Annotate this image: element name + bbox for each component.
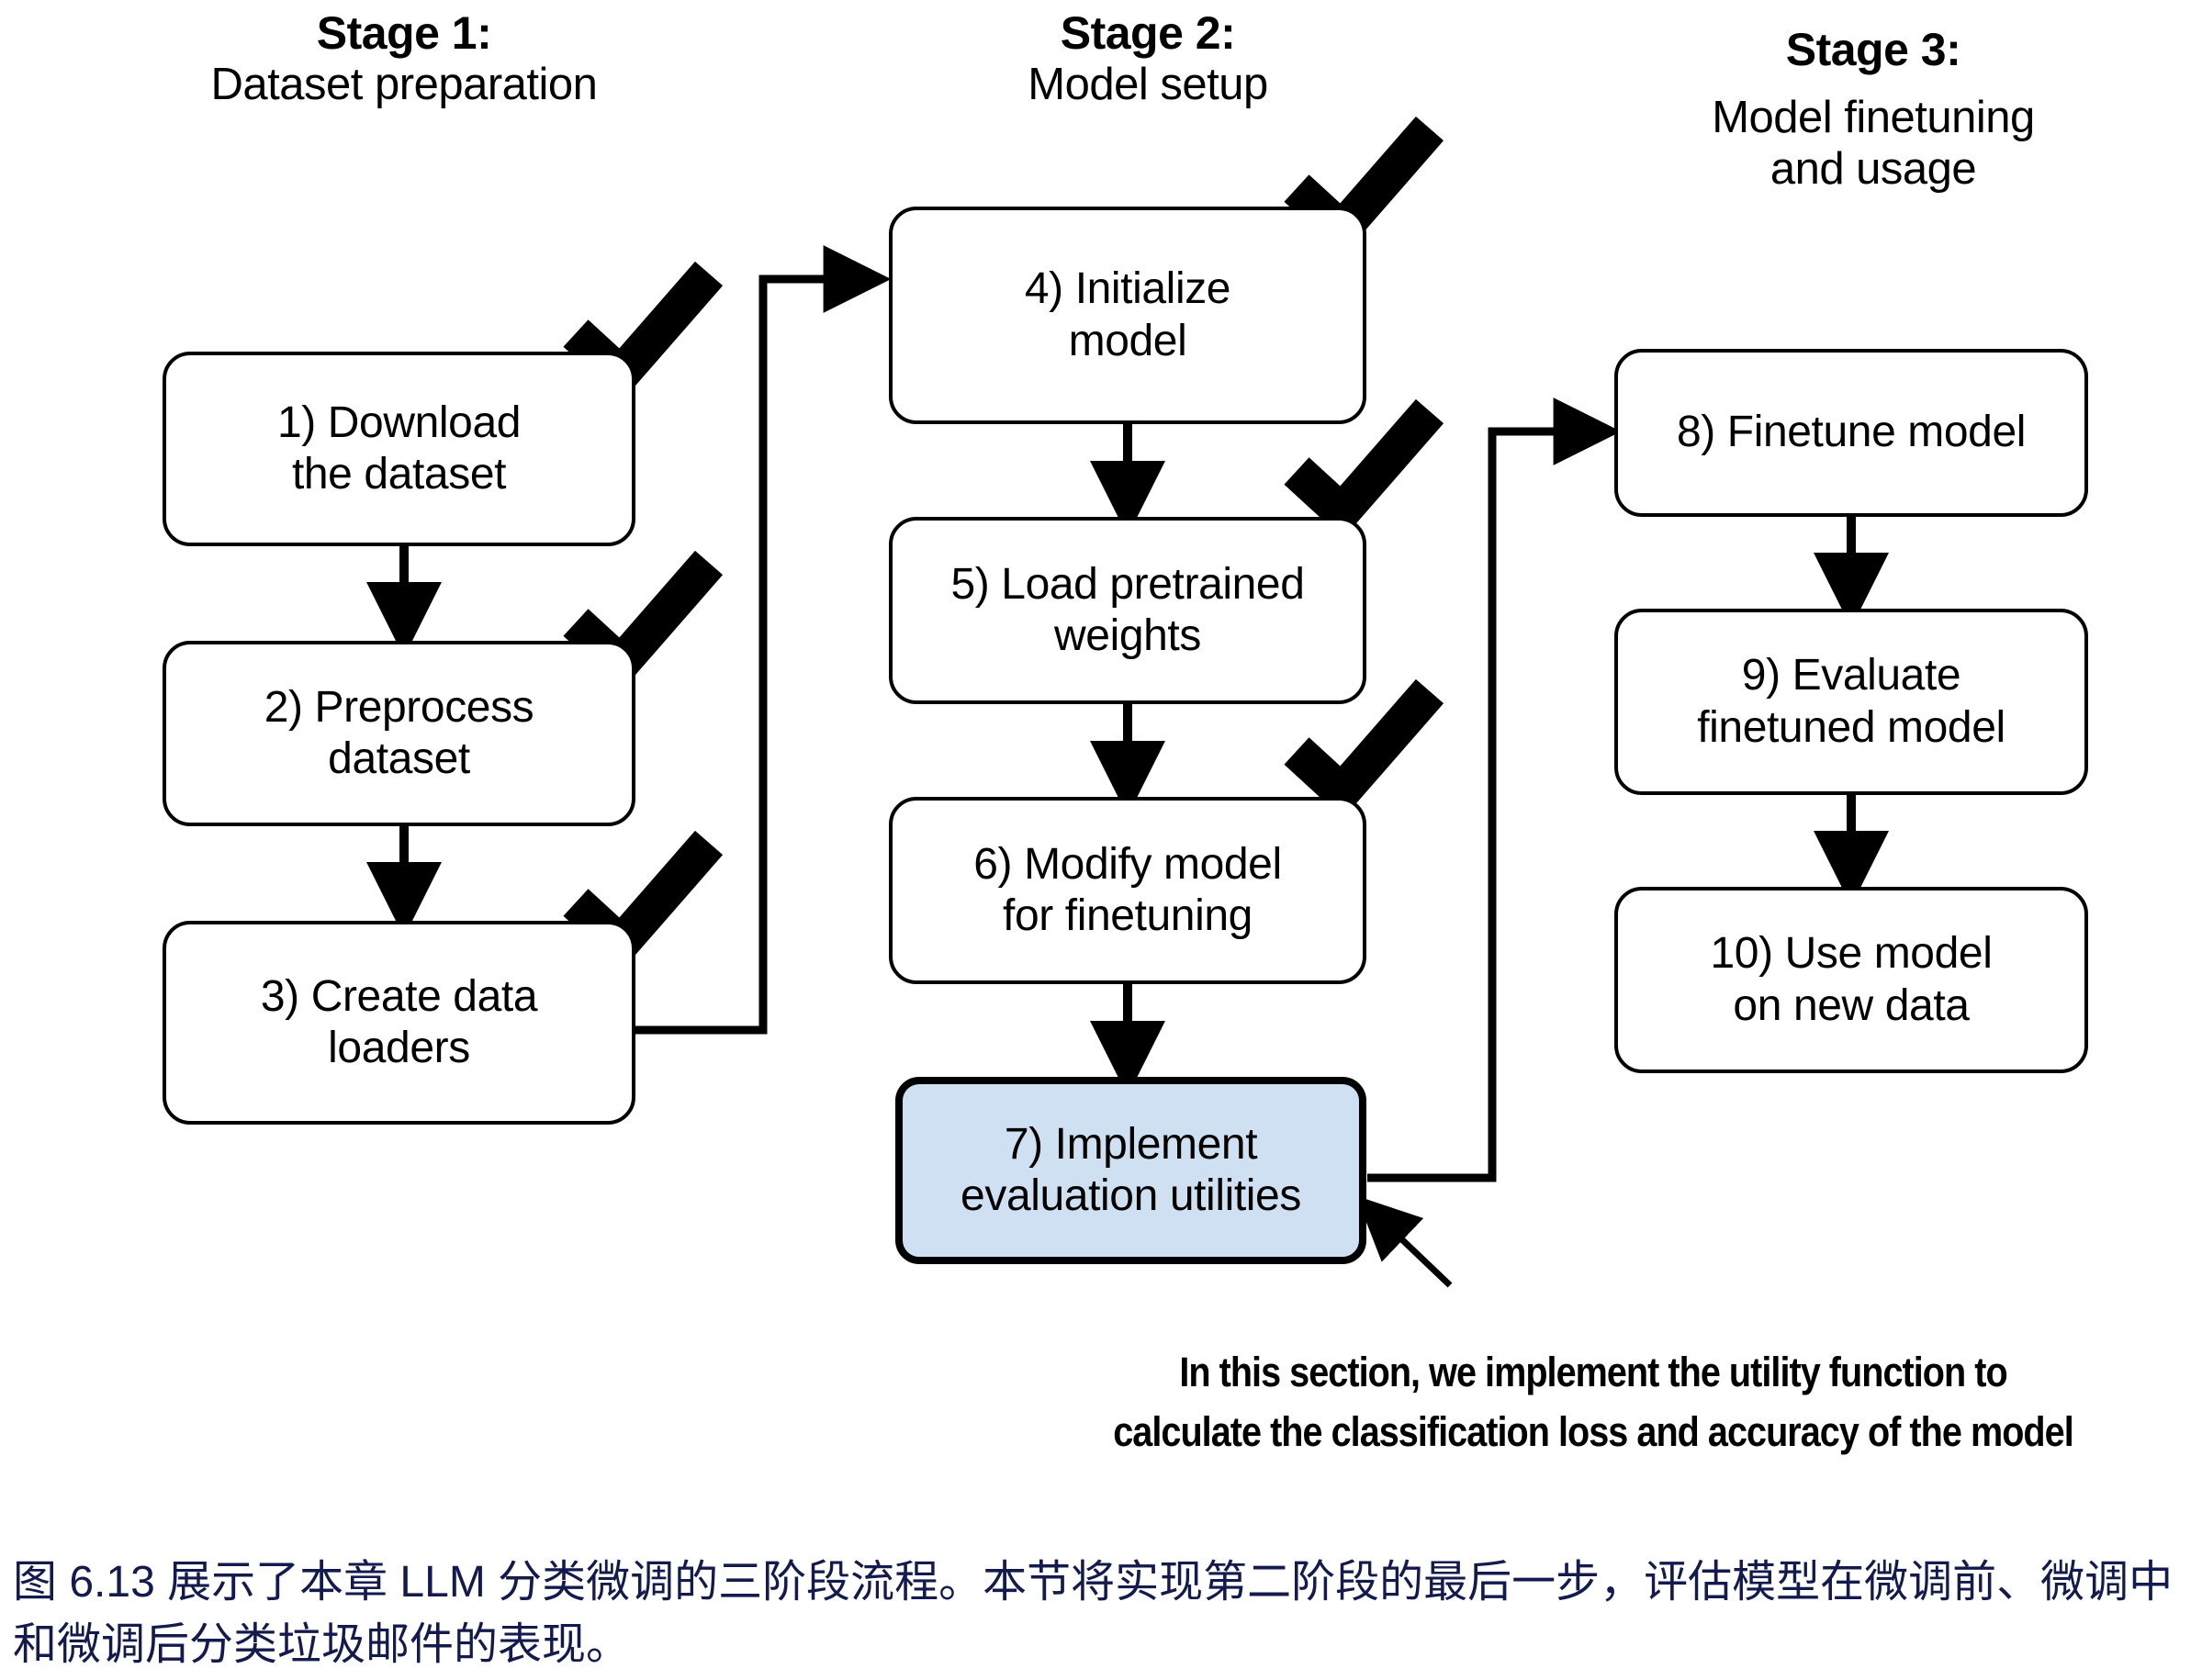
checkmark-icon-node5 <box>1284 398 1444 539</box>
flow-node-2[interactable]: 2) Preprocess dataset <box>163 641 635 826</box>
flow-node-10[interactable]: 10) Use model on new data <box>1614 887 2088 1073</box>
stage-header-3: Stage 3: Model finetuning and usage <box>1552 7 2195 212</box>
annotation-pointer-arrow <box>1355 1195 1453 1288</box>
stage-2-subtitle: Model setup <box>1028 60 1268 109</box>
stage-1-title: Stage 1: <box>316 7 492 59</box>
annotation-text: In this section, we implement the utilit… <box>1113 1349 2073 1456</box>
connector-stage2-to-stage3 <box>1367 398 1622 1182</box>
stage-header-1: Stage 1: Dataset preparation <box>55 7 753 111</box>
flow-node-1[interactable]: 1) Download the dataset <box>163 352 635 546</box>
stage-header-2: Stage 2: Model setup <box>826 7 1469 111</box>
flow-node-6[interactable]: 6) Modify model for finetuning <box>889 797 1366 984</box>
flow-node-5[interactable]: 5) Load pretrained weights <box>889 517 1366 704</box>
checkmark-icon-node6 <box>1284 678 1444 819</box>
stage-2-title: Stage 2: <box>1060 7 1236 59</box>
flow-node-4[interactable]: 4) Initialize model <box>889 207 1366 424</box>
figure-caption: 图 6.13 展示了本章 LLM 分类微调的三阶段流程。本节将实现第二阶段的最后… <box>13 1558 2174 1670</box>
flow-node-8[interactable]: 8) Finetune model <box>1614 349 2088 517</box>
flow-node-7[interactable]: 7) Implement evaluation utilities <box>895 1077 1366 1264</box>
stage-3-title: Stage 3: <box>1785 24 1961 76</box>
flow-node-9[interactable]: 9) Evaluate finetuned model <box>1614 609 2088 795</box>
stage-1-subtitle: Dataset preparation <box>210 60 598 109</box>
stage-3-subtitle: Model finetuning and usage <box>1712 93 2035 195</box>
connector-stage1-to-stage2 <box>635 245 892 1035</box>
flow-node-3[interactable]: 3) Create data loaders <box>163 921 635 1125</box>
